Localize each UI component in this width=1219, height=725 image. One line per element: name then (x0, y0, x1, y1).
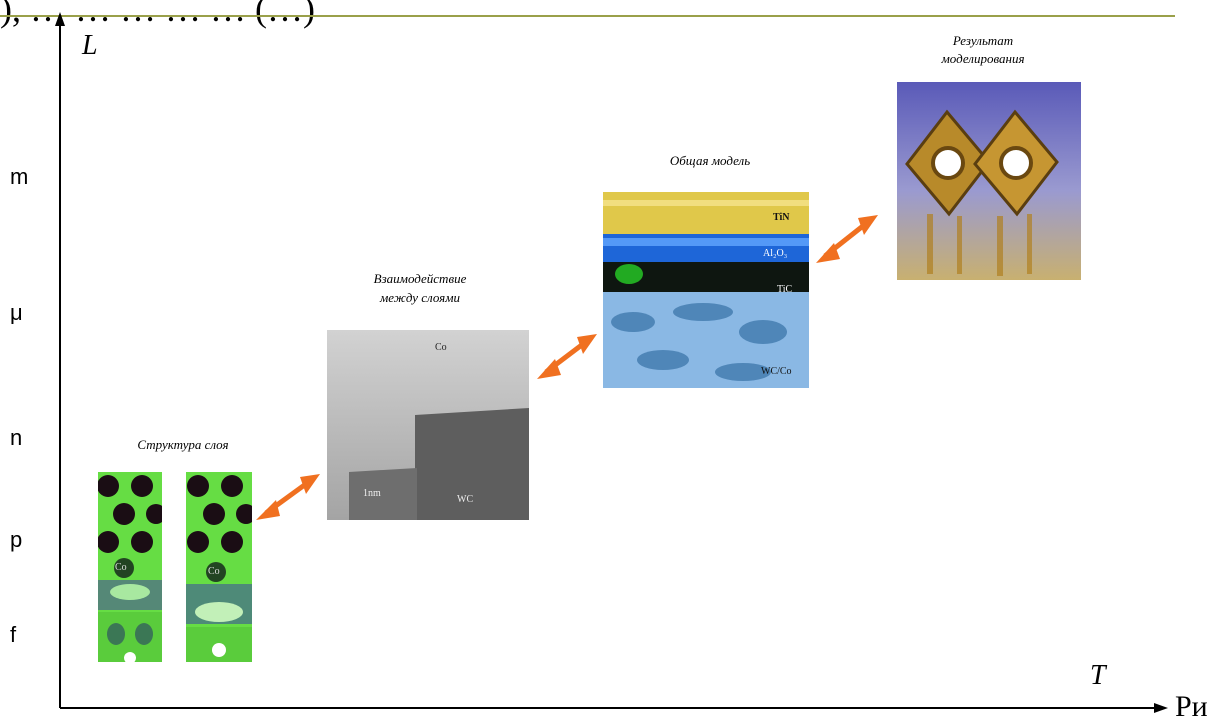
stage3-tag-tic: TiC (777, 284, 793, 295)
arrow-stage3-4 (816, 215, 878, 263)
y-axis-label: L (82, 30, 98, 61)
stage3-title: Общая модель (669, 153, 751, 168)
y-tick-n: n (10, 425, 23, 450)
stage2-tag-wc: WC (457, 494, 474, 505)
y-tick-micro: μ (10, 300, 23, 325)
header-divider (0, 15, 1175, 17)
stage1-title: Структура слоя (137, 437, 229, 452)
stage3-tag-al2o3: Al₂O₃ (763, 248, 788, 259)
stage4-title-line2: моделирования (941, 51, 1025, 66)
arrow-stage2-3 (537, 334, 597, 379)
stage2-title-line1: Взаимодействие (373, 271, 467, 286)
y-tick-f: f (10, 622, 17, 647)
stage1-tag-co-left: Co (115, 562, 127, 573)
y-axis-arrow (55, 12, 65, 26)
stage4-title-line1: Результат (952, 33, 1014, 48)
y-tick-m: m (10, 164, 29, 189)
y-tick-p: p (10, 527, 23, 552)
stage3-tag-wcco: WC/Co (761, 366, 792, 377)
stage2-image: Co WC 1nm (327, 330, 529, 520)
stage4-image (897, 82, 1081, 280)
stage2-tag-co: Co (435, 342, 447, 353)
arrow-stage1-2 (256, 474, 320, 520)
header-text: ), … … … … … (…) (0, 0, 315, 29)
stage1-tag-co-right: Co (208, 566, 220, 577)
trailing-text: Ри (1175, 690, 1208, 723)
stage2-title-line2: между слоями (379, 290, 461, 305)
x-axis-arrow (1154, 703, 1168, 713)
stage2-tag-scale: 1nm (363, 488, 381, 499)
stage1-image-right: Co (186, 472, 252, 662)
x-axis-label: T (1090, 660, 1106, 691)
stage3-image: TiN Al₂O₃ TiC WC/Co (603, 192, 809, 388)
stage1-image-left: Co (98, 472, 162, 662)
stage3-tag-tin: TiN (773, 212, 790, 223)
